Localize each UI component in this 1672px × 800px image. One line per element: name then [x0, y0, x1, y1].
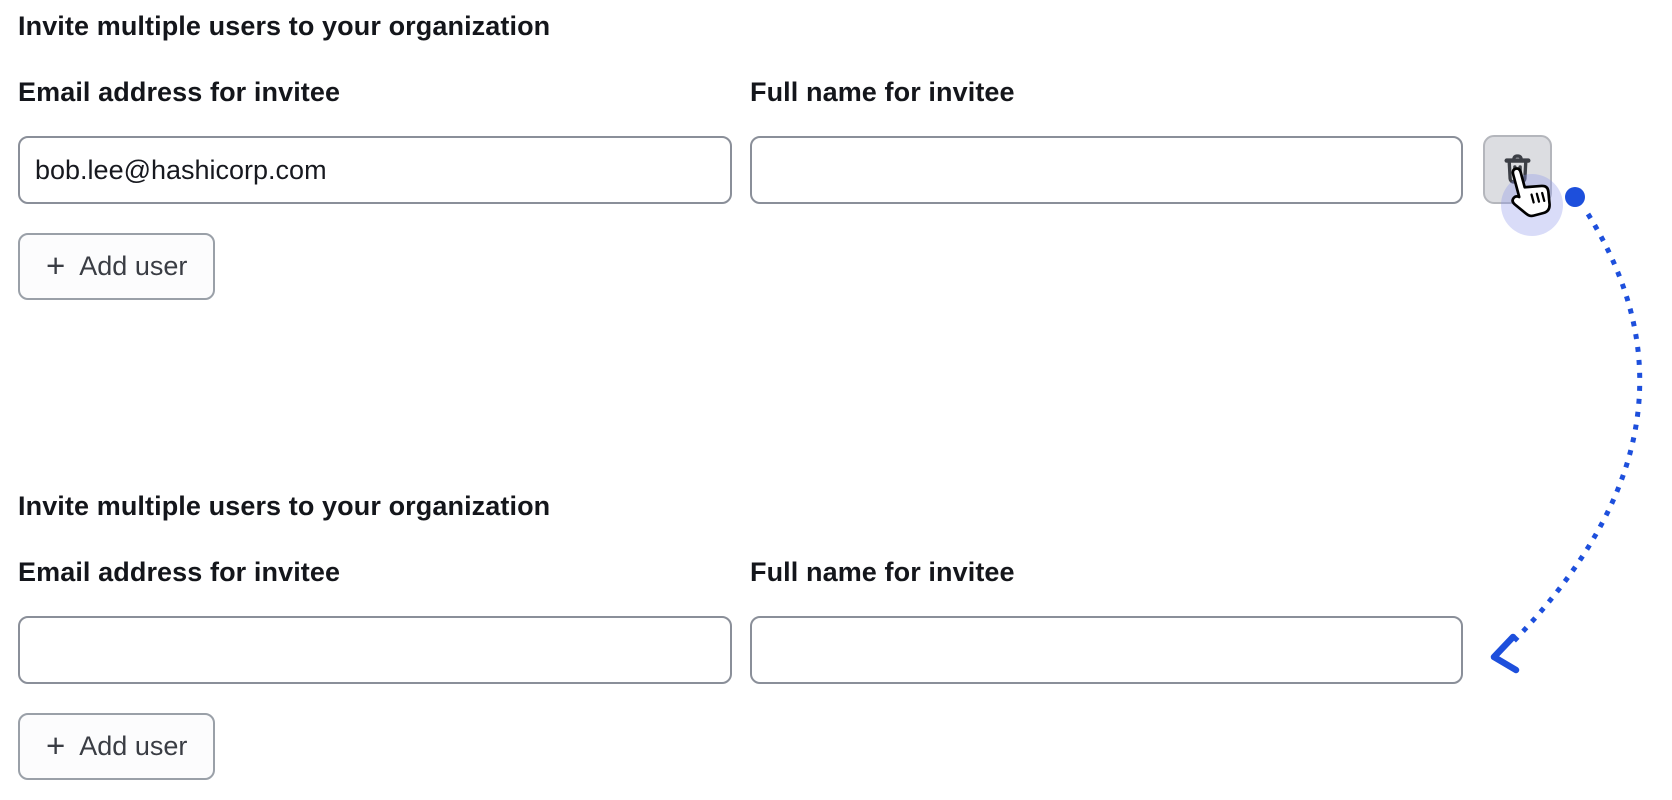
- add-user-label: Add user: [79, 251, 188, 281]
- name-field-group: Full name for invitee: [750, 76, 1463, 204]
- full-name-input[interactable]: [750, 616, 1463, 684]
- add-user-button[interactable]: + Add user: [18, 713, 216, 780]
- trash-icon: [1500, 152, 1535, 187]
- plus-icon: +: [46, 247, 66, 284]
- invitee-row: Email address for invitee Full name for …: [18, 556, 1463, 684]
- add-user-label: Add user: [79, 731, 188, 761]
- name-field-group: Full name for invitee: [750, 556, 1463, 684]
- email-field-group: Email address for invitee: [18, 76, 732, 204]
- email-field-group: Email address for invitee: [18, 556, 732, 684]
- invite-form-after: Invite multiple users to your organizati…: [18, 490, 1463, 780]
- plus-icon: +: [46, 727, 66, 764]
- email-input[interactable]: [18, 616, 732, 684]
- delete-row-button[interactable]: [1483, 135, 1552, 204]
- full-name-label: Full name for invitee: [750, 557, 1015, 587]
- email-label: Email address for invitee: [18, 77, 341, 107]
- section-heading: Invite multiple users to your organizati…: [18, 491, 551, 521]
- full-name-input[interactable]: [750, 136, 1463, 204]
- section-heading: Invite multiple users to your organizati…: [18, 11, 551, 41]
- arrow-start-dot: [1565, 187, 1585, 207]
- arrowhead: [1490, 633, 1520, 674]
- invite-form-before: Invite multiple users to your organizati…: [18, 10, 1552, 300]
- add-user-button[interactable]: + Add user: [18, 233, 216, 300]
- full-name-label: Full name for invitee: [750, 77, 1015, 107]
- email-label: Email address for invitee: [18, 557, 341, 587]
- invitee-row: Email address for invitee Full name for …: [18, 76, 1552, 204]
- email-input[interactable]: [18, 136, 732, 204]
